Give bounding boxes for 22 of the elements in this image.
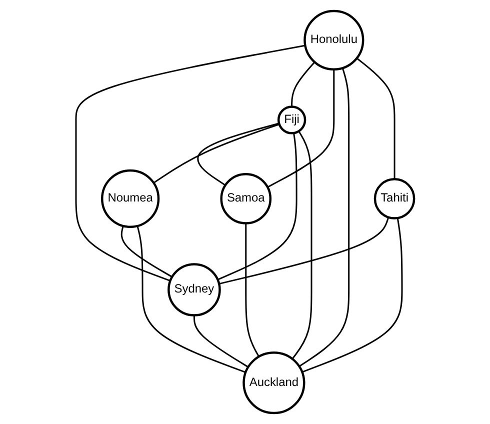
connector [298, 68, 350, 367]
node-circle: Sydney [168, 263, 221, 316]
connector [120, 226, 172, 278]
connector [193, 315, 249, 368]
connector [356, 58, 396, 180]
connector [218, 217, 390, 285]
connector [217, 132, 298, 280]
connector [302, 218, 403, 373]
node-circle: Noumea [100, 169, 160, 228]
connector [136, 226, 246, 373]
node-circle: Tahiti [374, 178, 416, 220]
connector [267, 69, 335, 188]
connector [153, 124, 280, 184]
connector [292, 130, 312, 360]
connector [245, 223, 260, 358]
node-circle: Auckland [242, 352, 306, 414]
connector [75, 44, 306, 282]
node-circle: Honolulu [304, 10, 364, 70]
connector [291, 62, 316, 107]
node-circle: Fiji [277, 106, 306, 134]
connector [197, 122, 280, 186]
node-circle: Samoa [220, 173, 272, 224]
